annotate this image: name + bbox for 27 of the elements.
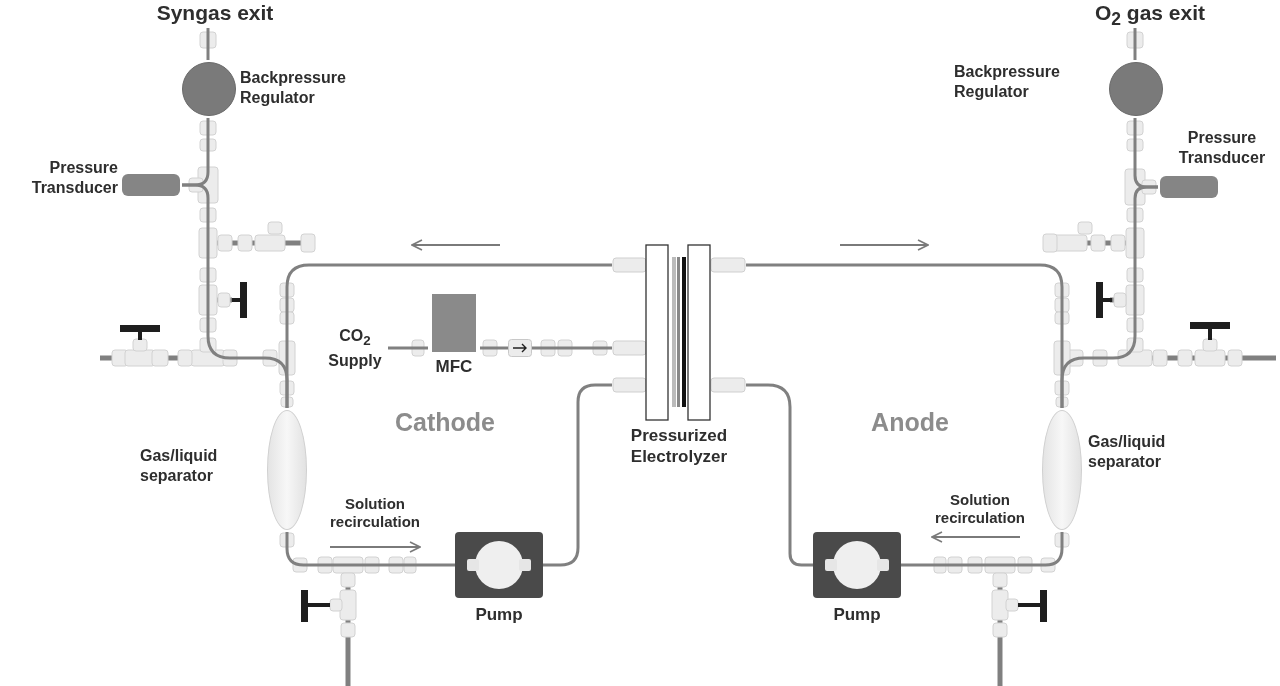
region-label: Cathode xyxy=(394,408,496,436)
component-label: Pump xyxy=(832,604,882,625)
component-label: Pressurized Electrolyzer xyxy=(629,425,729,467)
tubing-line xyxy=(206,28,210,60)
tubing-line xyxy=(901,532,1064,567)
text-label: Solution recirculation xyxy=(329,495,421,531)
component-label: Backpressure Regulator xyxy=(954,62,1061,102)
tubing-line xyxy=(543,383,612,567)
component-label: Pump xyxy=(474,604,524,625)
component-label: Gas/liquid separator xyxy=(1088,432,1167,472)
tubing-line xyxy=(532,346,612,350)
tubing-line xyxy=(480,346,508,350)
region-label: Anode xyxy=(870,408,950,436)
tubing-line xyxy=(1133,28,1137,60)
text-label: Solution recirculation xyxy=(934,491,1026,527)
tubing-line xyxy=(388,346,428,350)
component-label: MFC xyxy=(434,356,474,377)
component-label: Pressure Transducer xyxy=(1177,128,1267,168)
tubing-line xyxy=(285,532,455,567)
component-label: O$_{2}$ gas exit xyxy=(1093,0,1207,32)
component-label: CO$_{2}$ Supply xyxy=(327,326,383,372)
component-label: Pressure Transducer xyxy=(30,158,118,198)
component-label: Syngas exit xyxy=(155,0,275,25)
tubing-line xyxy=(182,118,210,187)
component-label: Gas/liquid separator xyxy=(140,446,219,486)
component-label: Backpressure Regulator xyxy=(240,68,347,108)
tubing-line xyxy=(1133,118,1158,189)
